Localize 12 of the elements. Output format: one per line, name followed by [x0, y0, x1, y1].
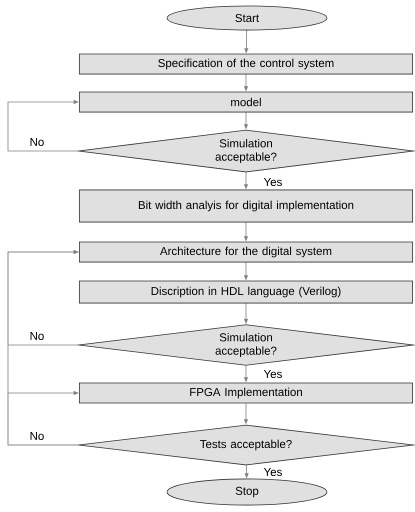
edge-label: No	[28, 430, 46, 442]
process-box: Architecture for the digital system	[78, 242, 413, 262]
edge-label: Yes	[262, 176, 284, 188]
process-box: Discription in HDL language (Verilog)	[78, 280, 413, 304]
process-box: Specification of the control system	[78, 54, 413, 74]
edge-label: No	[28, 330, 46, 342]
edge-label: Yes	[262, 466, 284, 478]
process-box: FPGA Implementation	[78, 382, 413, 404]
edge-label: No	[28, 136, 46, 148]
edge-label: Yes	[262, 368, 284, 380]
process-box: model	[78, 92, 413, 112]
process-box: Bit width analyis for digital implementation	[78, 190, 413, 222]
